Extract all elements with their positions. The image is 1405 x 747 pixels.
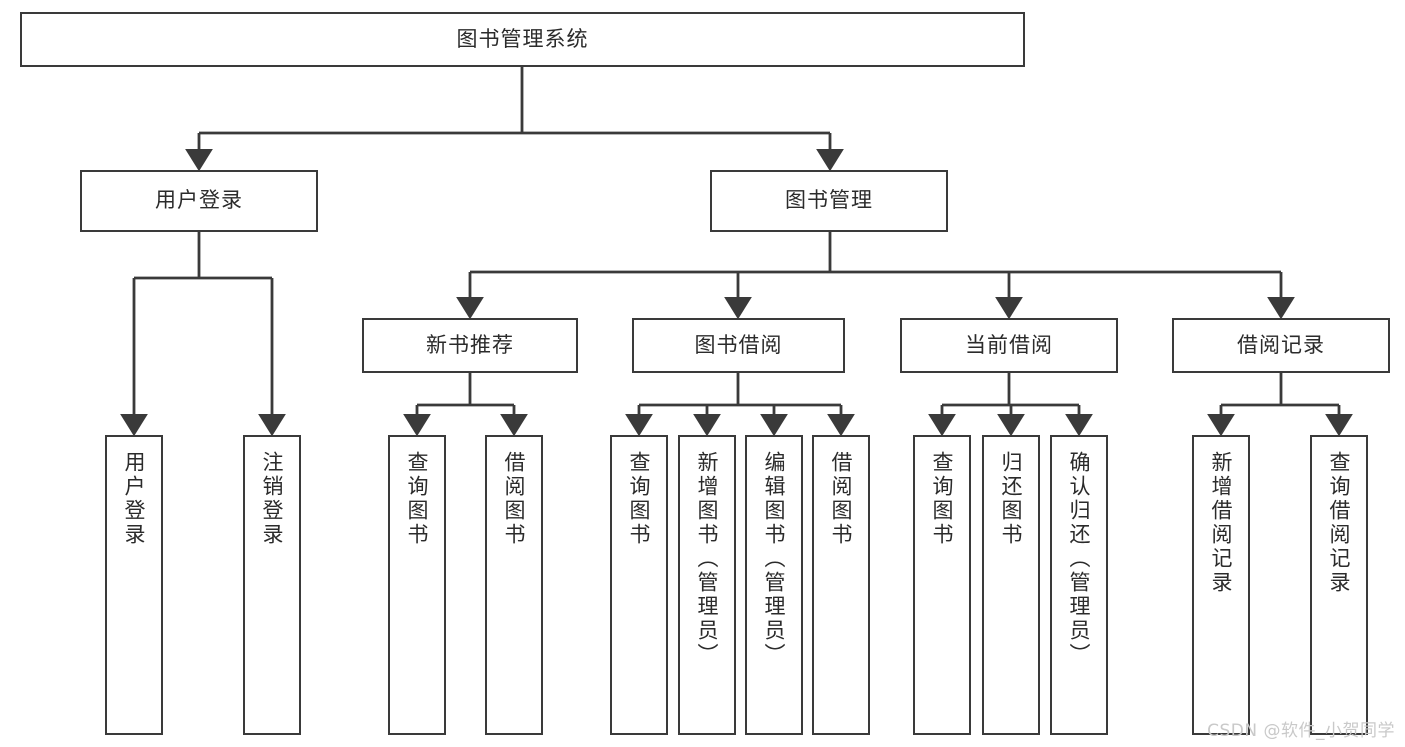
csdn-watermark: CSDN @软件_小贺同学 bbox=[1207, 721, 1395, 741]
leaf-label: 新增借阅记录 bbox=[1209, 451, 1234, 595]
leaf-query-book-2[interactable]: 查询图书 bbox=[610, 435, 668, 735]
leaf-label: 查询借阅记录 bbox=[1327, 451, 1352, 595]
leaf-label: 查询图书 bbox=[627, 451, 652, 547]
node-current-borrow[interactable]: 当前借阅 bbox=[900, 318, 1118, 373]
node-user-login[interactable]: 用户登录 bbox=[80, 170, 318, 232]
node-borrow-record[interactable]: 借阅记录 bbox=[1172, 318, 1390, 373]
leaf-add-book-admin[interactable]: 新增图书（管理员） bbox=[678, 435, 736, 735]
leaf-label: 注销登录 bbox=[260, 451, 285, 547]
leaf-label: 借阅图书 bbox=[829, 451, 854, 547]
leaf-query-borrow-record[interactable]: 查询借阅记录 bbox=[1310, 435, 1368, 735]
node-new-book-recommend[interactable]: 新书推荐 bbox=[362, 318, 578, 373]
leaf-query-book-1[interactable]: 查询图书 bbox=[388, 435, 446, 735]
leaf-label: 用户登录 bbox=[122, 451, 147, 547]
node-book-borrow[interactable]: 图书借阅 bbox=[632, 318, 845, 373]
leaf-user-login[interactable]: 用户登录 bbox=[105, 435, 163, 735]
leaf-label: 编辑图书（管理员） bbox=[762, 451, 787, 667]
leaf-label: 查询图书 bbox=[405, 451, 430, 547]
leaf-label: 新增图书（管理员） bbox=[695, 451, 720, 667]
leaf-edit-book-admin[interactable]: 编辑图书（管理员） bbox=[745, 435, 803, 735]
leaf-label: 确认归还（管理员） bbox=[1067, 451, 1092, 667]
leaf-borrow-book-1[interactable]: 借阅图书 bbox=[485, 435, 543, 735]
leaf-label: 查询图书 bbox=[930, 451, 955, 547]
node-root[interactable]: 图书管理系统 bbox=[20, 12, 1025, 67]
leaf-return-book[interactable]: 归还图书 bbox=[982, 435, 1040, 735]
node-book-manage[interactable]: 图书管理 bbox=[710, 170, 948, 232]
leaf-add-borrow-record[interactable]: 新增借阅记录 bbox=[1192, 435, 1250, 735]
leaf-query-book-3[interactable]: 查询图书 bbox=[913, 435, 971, 735]
leaf-label: 借阅图书 bbox=[502, 451, 527, 547]
leaf-label: 归还图书 bbox=[999, 451, 1024, 547]
leaf-confirm-return-admin[interactable]: 确认归还（管理员） bbox=[1050, 435, 1108, 735]
leaf-borrow-book-2[interactable]: 借阅图书 bbox=[812, 435, 870, 735]
leaf-logout[interactable]: 注销登录 bbox=[243, 435, 301, 735]
